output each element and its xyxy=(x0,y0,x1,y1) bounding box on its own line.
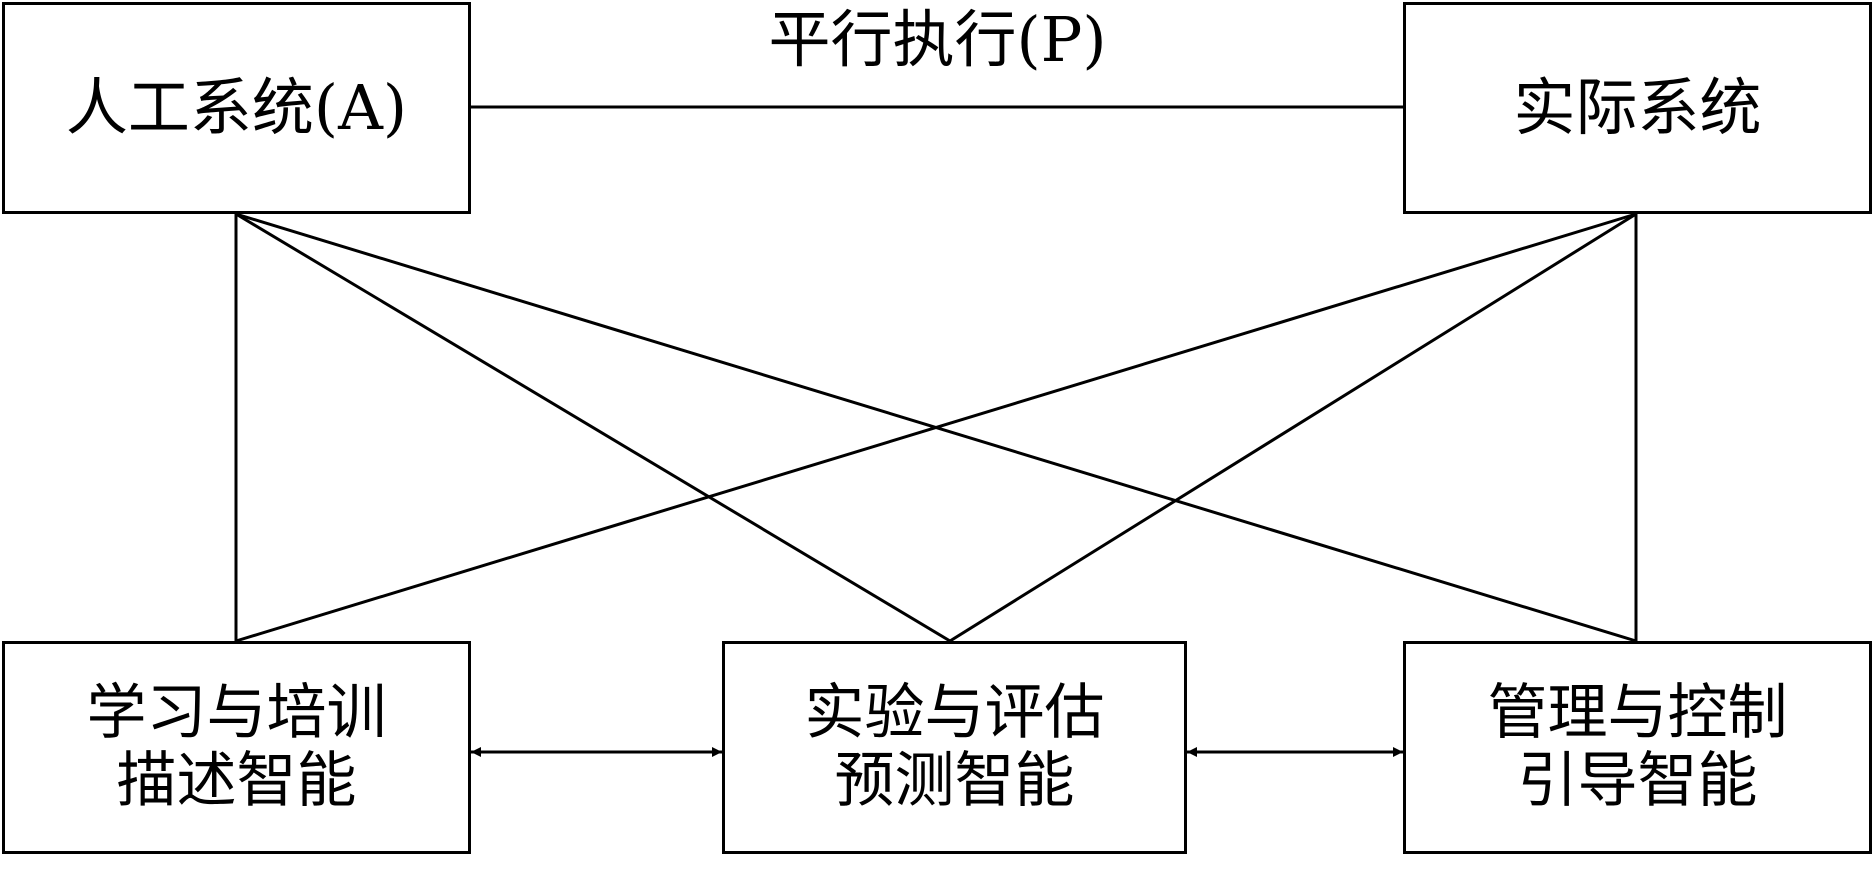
predictive-intelligence-label: 预测智能 xyxy=(834,745,1075,816)
learning-training-node: 学习与培训 描述智能 xyxy=(2,641,471,854)
descriptive-intelligence-label: 描述智能 xyxy=(116,745,357,816)
actual-system-label: 实际系统 xyxy=(1513,71,1762,145)
management-control-node: 管理与控制 引导智能 xyxy=(1403,641,1872,854)
artificial-system-node: 人工系统(A) xyxy=(2,2,471,214)
link-actual-to-experiment xyxy=(949,212,1637,643)
link-actual-to-learning xyxy=(235,212,1637,643)
experiment-evaluation-title: 实验与评估 xyxy=(804,678,1105,749)
management-control-title: 管理与控制 xyxy=(1487,678,1788,749)
actual-system-node: 实际系统 xyxy=(1403,2,1872,214)
experiment-evaluation-node: 实验与评估 预测智能 xyxy=(722,641,1187,854)
artificial-system-label: 人工系统(A) xyxy=(65,71,408,145)
prescriptive-intelligence-label: 引导智能 xyxy=(1517,745,1758,816)
learning-training-title: 学习与培训 xyxy=(86,678,387,749)
link-artificial-to-experiment xyxy=(235,212,951,643)
parallel-execution-label: 平行执行(P) xyxy=(768,3,1107,76)
